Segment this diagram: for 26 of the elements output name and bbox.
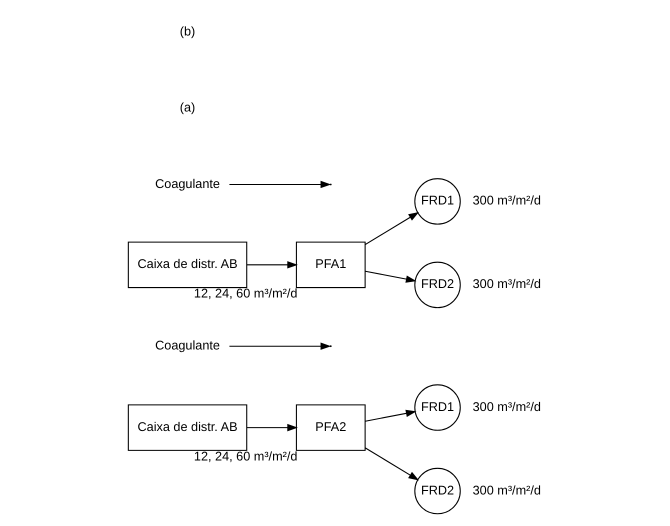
node-label: 12, 24, 60 m³/m²/d: [194, 286, 298, 300]
label: (b): [180, 24, 196, 38]
arrow: [365, 409, 416, 422]
arrow: [246, 423, 298, 431]
label: (a): [180, 100, 196, 114]
node-text: Coagulante: [155, 338, 220, 352]
node-box: PFA1: [296, 241, 366, 288]
node-text: Coagulante: [155, 176, 220, 190]
arrow: [229, 180, 332, 188]
arrow: [246, 260, 298, 268]
node-box: PFA2: [296, 404, 366, 450]
node-label: 300 m³/m²/d: [472, 193, 541, 208]
node-box: Caixa de distr. AB: [128, 404, 248, 450]
node-circle: FRD1: [414, 384, 461, 430]
node-label: 300 m³/m²/d: [472, 482, 541, 497]
node-circle: FRD1: [414, 178, 461, 224]
arrow: [364, 211, 420, 245]
arrow: [364, 446, 420, 480]
node-label: 300 m³/m²/d: [472, 276, 541, 291]
node-box: Caixa de distr. AB: [128, 241, 248, 288]
node-label: 300 m³/m²/d: [472, 399, 541, 414]
arrow: [229, 342, 332, 350]
node-label: 12, 24, 60 m³/m²/d: [194, 448, 298, 463]
arrow: [365, 270, 416, 282]
node-circle: FRD2: [414, 467, 461, 514]
node-circle: FRD2: [414, 261, 461, 308]
